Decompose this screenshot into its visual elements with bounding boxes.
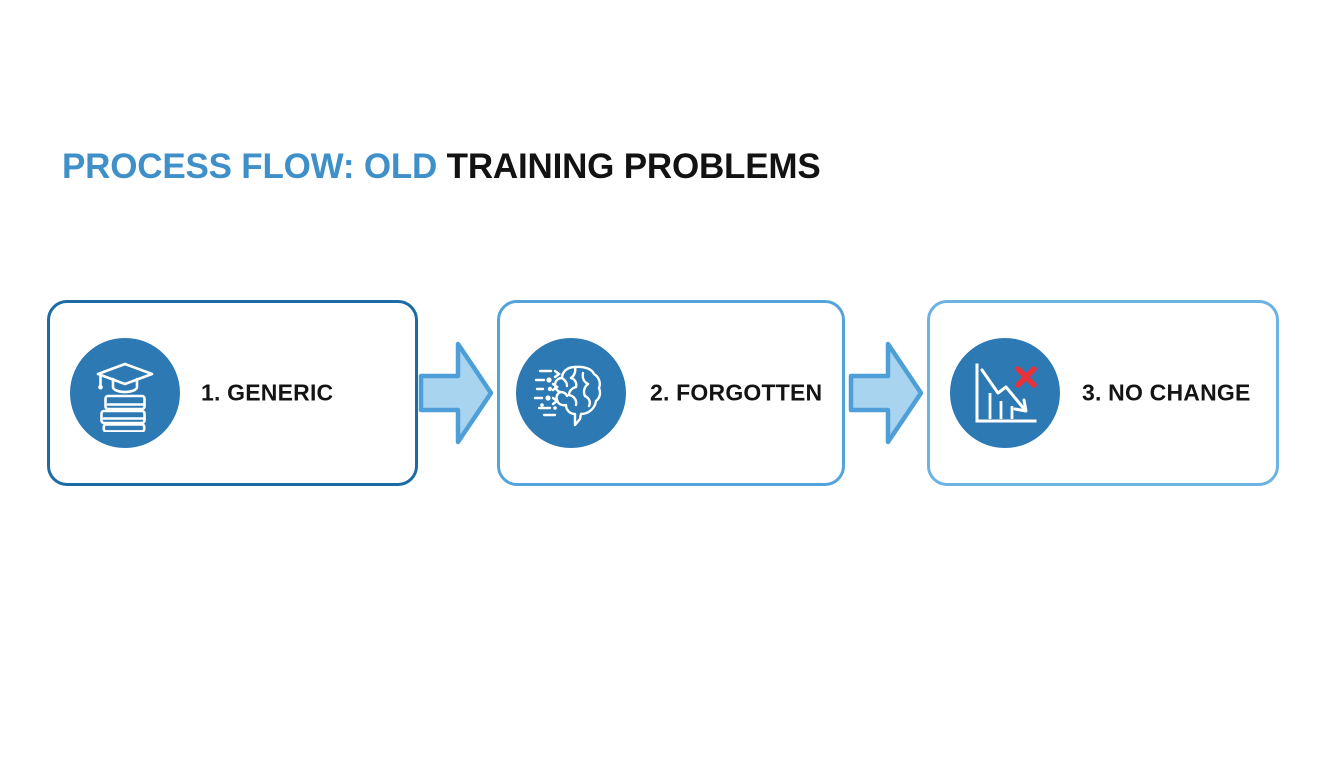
process-flow: 1. GENERIC — [0, 300, 1344, 490]
right-arrow-icon — [418, 341, 494, 445]
graduation-cap-books-icon — [70, 338, 180, 448]
flow-step-no-change[interactable]: 3. NO CHANGE — [927, 300, 1279, 486]
declining-chart-x-icon — [950, 338, 1060, 448]
flow-step-label: 2. FORGOTTEN — [650, 379, 823, 406]
page-title-accent: PROCESS FLOW: OLD — [62, 147, 447, 186]
dissolving-brain-icon — [516, 338, 626, 448]
right-arrow-icon — [848, 341, 924, 445]
page-title: PROCESS FLOW: OLD TRAINING PROBLEMS — [62, 142, 821, 192]
flow-step-generic[interactable]: 1. GENERIC — [47, 300, 418, 486]
flow-step-forgotten[interactable]: 2. FORGOTTEN — [497, 300, 845, 486]
page-title-dark: TRAINING PROBLEMS — [446, 147, 821, 186]
flow-step-label: 3. NO CHANGE — [1082, 379, 1251, 406]
flow-step-label: 1. GENERIC — [201, 379, 334, 406]
